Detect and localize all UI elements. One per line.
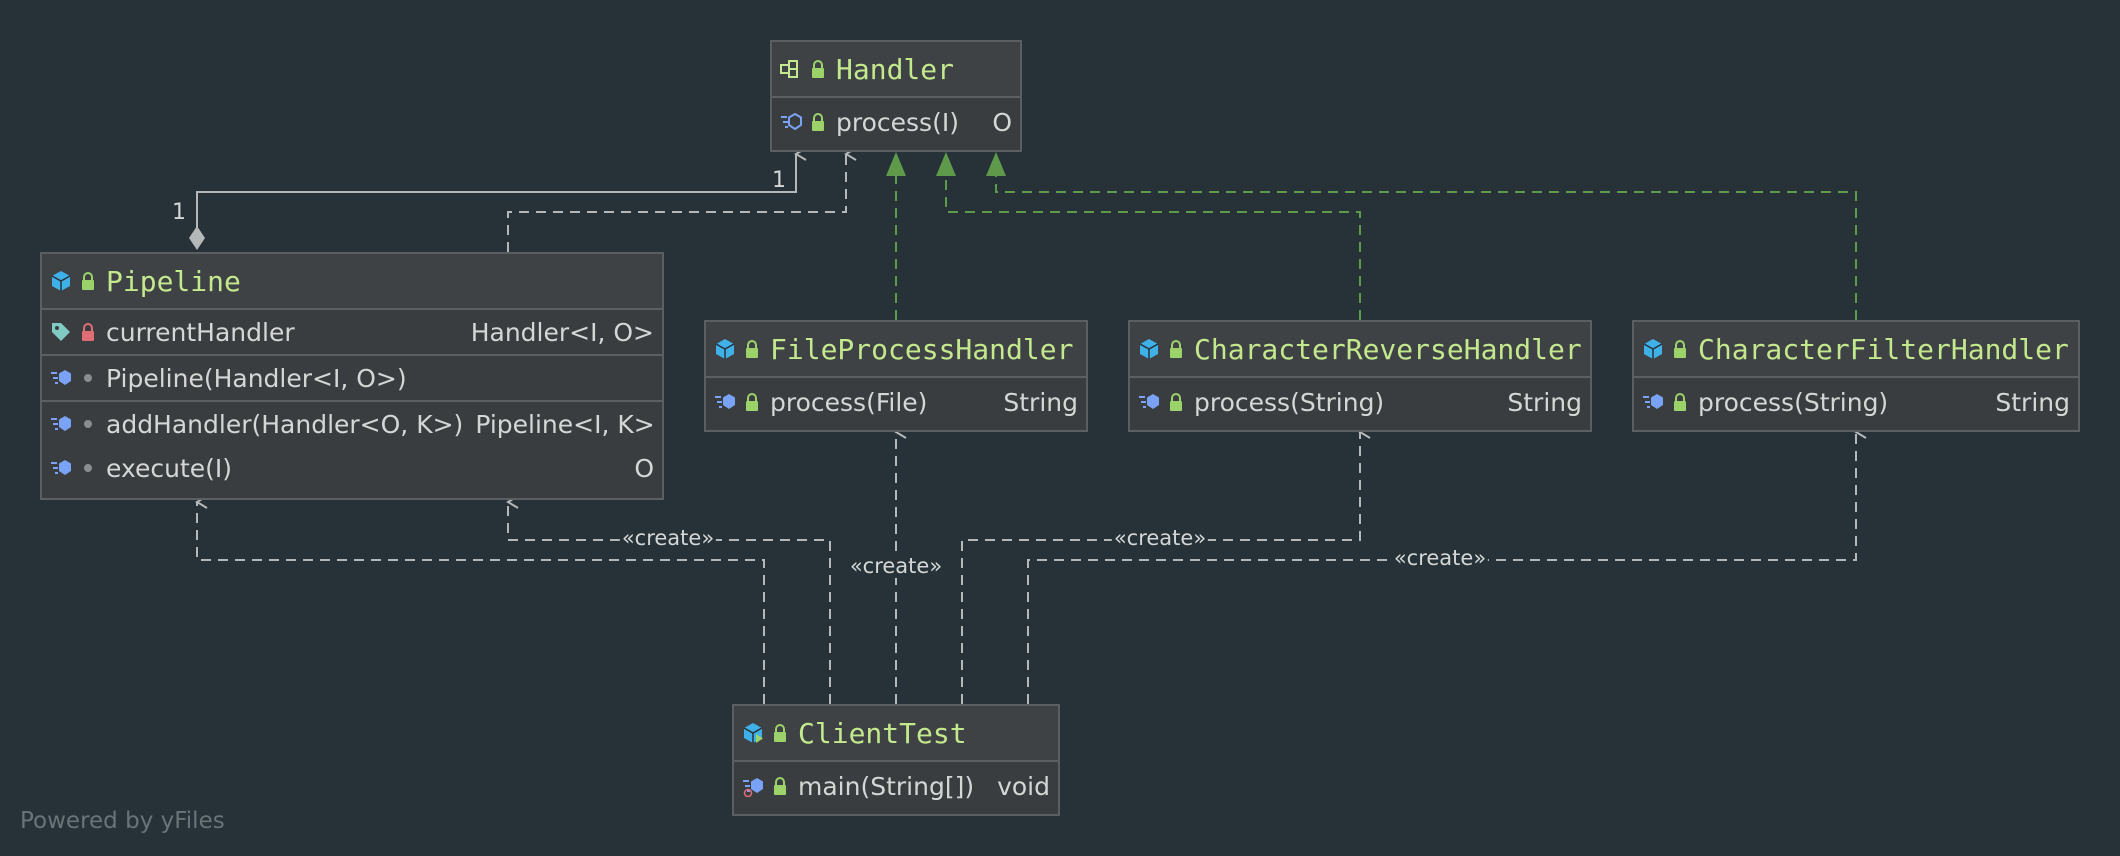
class-icon — [1138, 338, 1160, 360]
method-name: process(String) — [1698, 387, 1889, 417]
character-reverse-handler-title: CharacterReverseHandler — [1194, 332, 1582, 366]
method-return-type: O — [992, 107, 1012, 137]
create-label-character-filter: «create» — [1391, 546, 1489, 570]
multiplicity-target: 1 — [772, 168, 786, 193]
create-edge-character-filter-handler — [1027, 425, 1867, 704]
method-name: main(String[]) — [798, 771, 975, 801]
pipeline-method-row[interactable]: addHandler(Handler<O, K>) Pipeline<I, K> — [42, 402, 662, 446]
character-filter-handler-node[interactable]: CharacterFilterHandler process(String) S… — [1632, 320, 2080, 432]
method-icon — [1642, 391, 1664, 413]
package-visibility-icon — [84, 420, 92, 428]
method-return-type: void — [997, 771, 1050, 801]
method-return-type: String — [1507, 387, 1582, 417]
method-name: process(I) — [836, 107, 959, 137]
lock-icon — [744, 392, 760, 412]
dependency-edge-pipeline-handler — [507, 147, 857, 252]
pipeline-method-row[interactable]: execute(I) O — [42, 446, 662, 490]
field-icon — [50, 321, 72, 343]
realization-edge-file-process-handler — [886, 152, 906, 320]
file-process-handler-title: FileProcessHandler — [770, 332, 1074, 366]
lock-icon — [1168, 392, 1184, 412]
interface-icon — [780, 58, 802, 80]
create-edge-pipeline-outer — [195, 495, 765, 704]
class-icon — [1642, 338, 1664, 360]
lock-icon — [744, 339, 760, 359]
method-return-type: String — [1995, 387, 2070, 417]
handler-interface-node[interactable]: Handler process(I) O — [770, 40, 1022, 152]
handler-method-row[interactable]: process(I) O — [772, 100, 1020, 144]
method-icon — [50, 413, 72, 435]
method-icon — [50, 457, 72, 479]
lock-icon — [1672, 339, 1688, 359]
realization-edge-character-filter-handler — [986, 152, 1857, 320]
method-return-type: String — [1003, 387, 1078, 417]
runnable-class-icon — [742, 722, 764, 744]
pipeline-title: Pipeline — [106, 264, 241, 298]
client-test-method-row[interactable]: main(String[]) void — [734, 764, 1058, 808]
create-label-pipeline: «create» — [619, 526, 717, 550]
file-process-handler-header: FileProcessHandler — [706, 322, 1086, 376]
character-reverse-handler-node[interactable]: CharacterReverseHandler process(String) … — [1128, 320, 1592, 432]
character-filter-handler-method-row[interactable]: process(String) String — [1634, 380, 2078, 424]
lock-icon — [1168, 339, 1184, 359]
method-icon — [780, 111, 802, 133]
character-filter-handler-header: CharacterFilterHandler — [1634, 322, 2078, 376]
realization-edge-character-reverse-handler — [936, 152, 1361, 320]
lock-icon — [810, 112, 826, 132]
pipeline-constructor-row[interactable]: Pipeline(Handler<I, O>) — [42, 356, 662, 400]
create-label-file-process: «create» — [847, 554, 945, 578]
method-icon — [1138, 391, 1160, 413]
class-icon — [714, 338, 736, 360]
character-reverse-handler-header: CharacterReverseHandler — [1130, 322, 1590, 376]
multiplicity-source: 1 — [172, 200, 186, 225]
method-name: process(File) — [770, 387, 928, 417]
lock-icon — [772, 723, 788, 743]
method-return-type: Pipeline<I, K> — [475, 409, 655, 439]
method-return-type: O — [634, 453, 654, 483]
method-icon — [714, 391, 736, 413]
method-name: process(String) — [1194, 387, 1385, 417]
lock-icon — [772, 776, 788, 796]
client-test-title: ClientTest — [798, 716, 967, 750]
package-visibility-icon — [84, 374, 92, 382]
package-visibility-icon — [84, 464, 92, 472]
constructor-name: Pipeline(Handler<I, O>) — [106, 363, 407, 393]
create-label-character-reverse: «create» — [1111, 526, 1209, 550]
file-process-handler-node[interactable]: FileProcessHandler process(File) String — [704, 320, 1088, 432]
pipeline-class-node[interactable]: Pipeline currentHandler Handler<I, O> Pi… — [40, 252, 664, 500]
powered-by-watermark: Powered by yFiles — [20, 808, 225, 834]
lock-icon — [1672, 392, 1688, 412]
client-test-header: ClientTest — [734, 706, 1058, 760]
class-icon — [50, 270, 72, 292]
file-process-handler-method-row[interactable]: process(File) String — [706, 380, 1086, 424]
method-name: execute(I) — [106, 453, 233, 483]
character-filter-handler-title: CharacterFilterHandler — [1698, 332, 2069, 366]
client-test-node[interactable]: ClientTest main(String[]) void — [732, 704, 1060, 816]
create-edge-character-reverse-handler — [961, 425, 1371, 704]
field-type: Handler<I, O> — [470, 317, 654, 347]
private-lock-icon — [80, 322, 96, 342]
lock-icon — [810, 59, 826, 79]
handler-title: Handler — [836, 52, 955, 86]
pipeline-field-row[interactable]: currentHandler Handler<I, O> — [42, 310, 662, 354]
static-method-icon — [742, 775, 764, 797]
character-reverse-handler-method-row[interactable]: process(String) String — [1130, 380, 1590, 424]
lock-icon — [80, 271, 96, 291]
pipeline-header: Pipeline — [42, 254, 662, 308]
handler-header: Handler — [772, 42, 1020, 96]
method-name: addHandler(Handler<O, K>) — [106, 409, 464, 439]
field-name: currentHandler — [106, 317, 295, 347]
aggregation-edge-pipeline-handler — [189, 147, 807, 250]
method-icon — [50, 367, 72, 389]
